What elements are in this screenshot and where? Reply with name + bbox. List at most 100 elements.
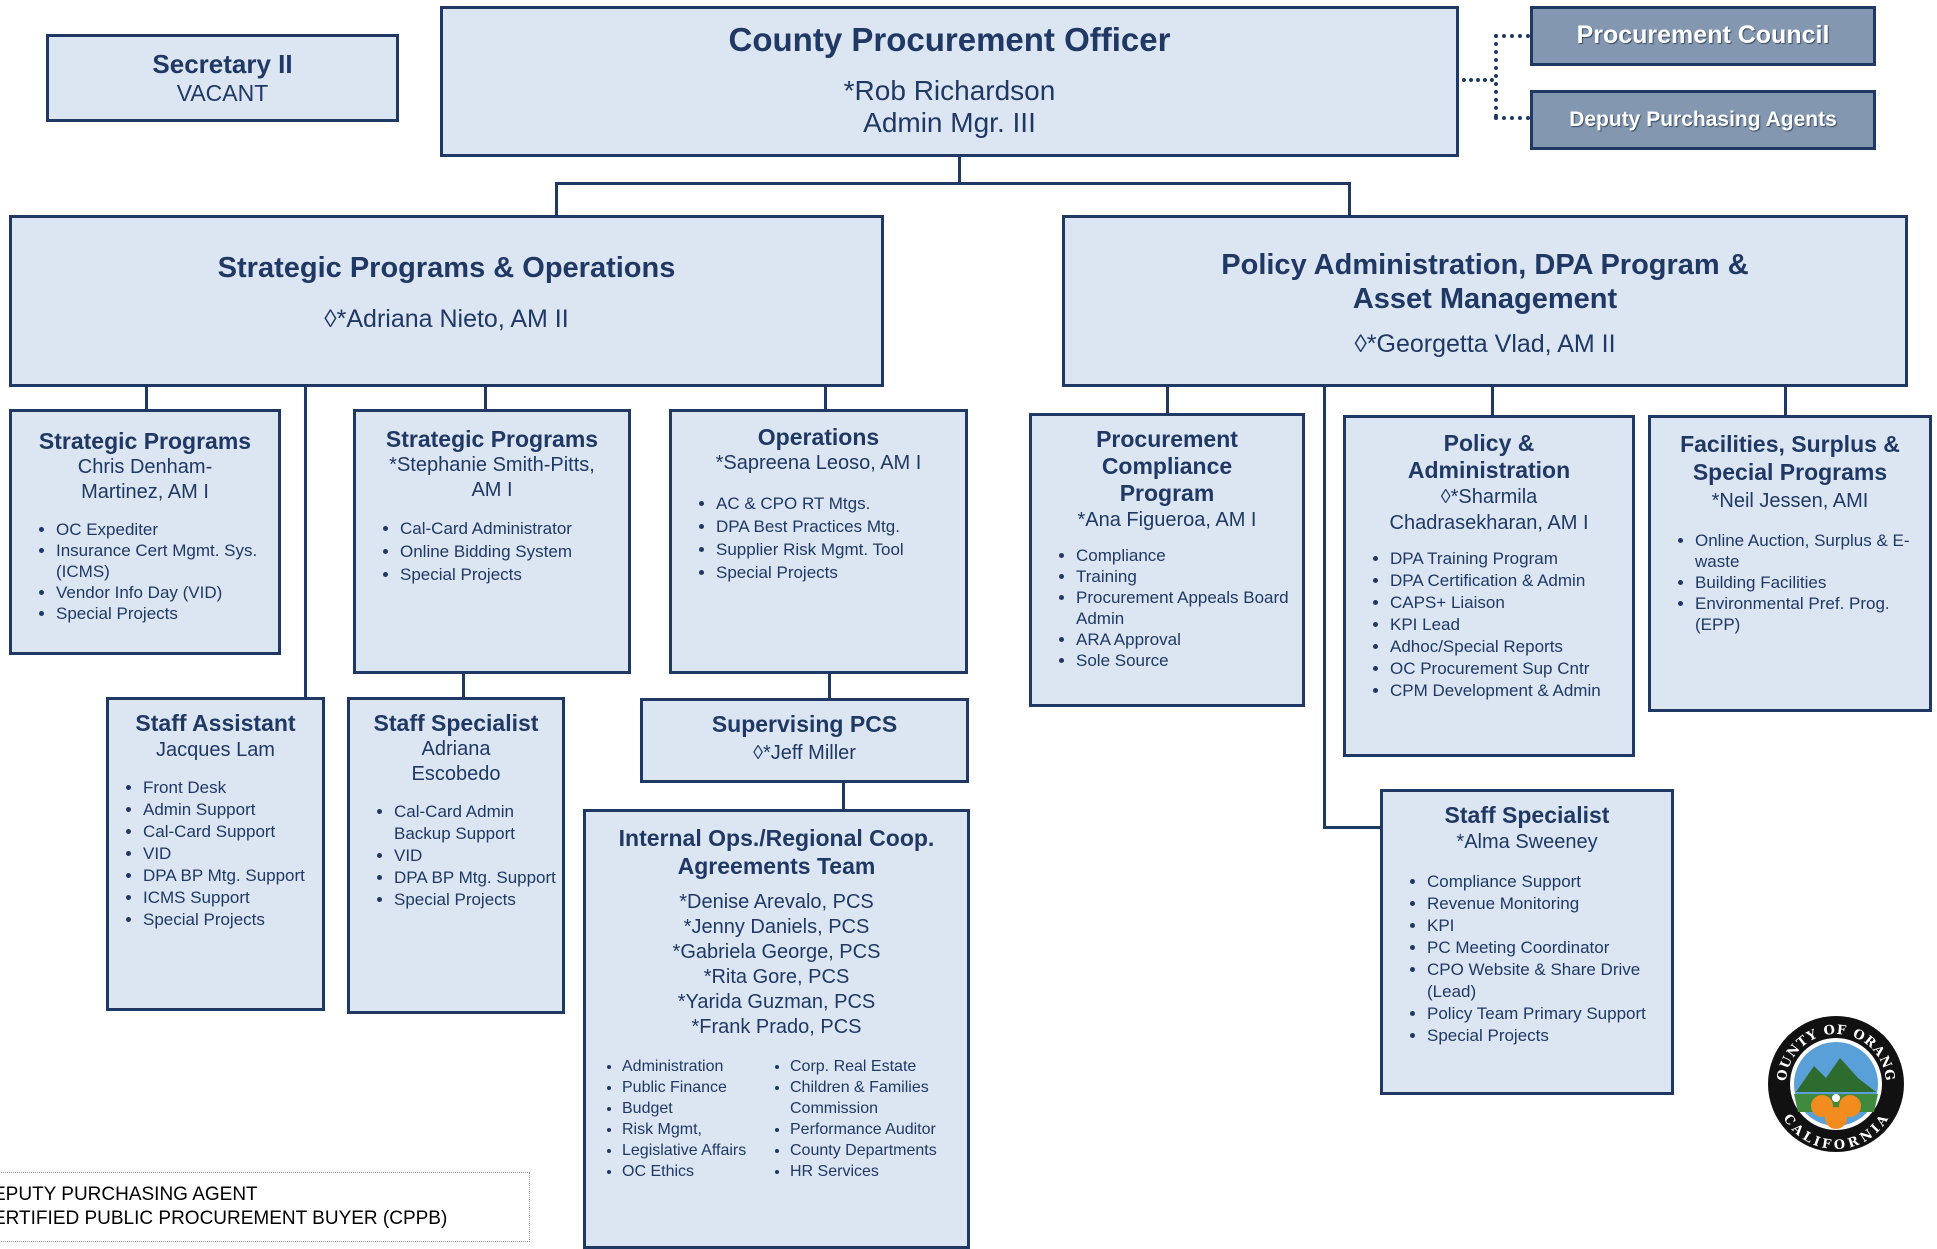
supervising-pcs-box: Supervising PCS ◊*Jeff Miller <box>640 698 969 783</box>
team-member: *Rita Gore, PCS <box>703 966 850 988</box>
sp2-title: Strategic Programs <box>385 426 599 452</box>
list-item: KPI Lead <box>1390 614 1624 636</box>
spo-title: Strategic Programs & Operations <box>217 252 676 284</box>
sp1-title: Strategic Programs <box>38 428 252 454</box>
internal-ops-box: Internal Ops./Regional Coop. Agreements … <box>583 809 970 1249</box>
list-item: OC Procurement Sup Cntr <box>1390 658 1624 680</box>
pad-name: ◊*Georgetta Vlad, AM II <box>1354 330 1616 358</box>
list-item: OC Ethics <box>622 1161 754 1182</box>
fsp-title: Facilities, Surplus & Special Programs <box>1680 431 1900 485</box>
list-item: AC & CPO RT Mtgs. <box>716 492 965 515</box>
ops-name: *Sapreena Leoso, AM I <box>715 452 922 474</box>
list-item: VID <box>143 843 318 865</box>
list-item: Environmental Pref. Prog. (EPP) <box>1695 593 1921 635</box>
list-item: HR Services <box>790 1161 964 1182</box>
list-item: DPA BP Mtg. Support <box>394 867 558 889</box>
ops-list: AC & CPO RT Mtgs. DPA Best Practices Mtg… <box>672 492 965 584</box>
county-seal-logo: COUNTY OF ORANGE CALIFORNIA <box>1760 1003 1906 1154</box>
deputy-purchasing-agents-label: Deputy Purchasing Agents <box>1569 108 1837 131</box>
list-item: Policy Team Primary Support <box>1427 1003 1663 1025</box>
secretary-title: Secretary II <box>152 49 293 79</box>
list-item: Performance Auditor <box>790 1119 964 1140</box>
procurement-compliance-box: Procurement Compliance Program *Ana Figu… <box>1029 413 1305 707</box>
secretary-name: VACANT <box>176 80 269 106</box>
sp1-list: OC Expediter Insurance Cert Mgmt. Sys. (… <box>12 519 278 624</box>
list-item: CPM Development & Admin <box>1390 680 1624 702</box>
dotted-connector <box>1494 34 1530 38</box>
list-item: Admin Support <box>143 799 318 821</box>
team-member: *Frank Prado, PCS <box>691 1016 862 1038</box>
strategic-programs-operations-box: Strategic Programs & Operations ◊*Adrian… <box>9 215 884 387</box>
list-item: Cal-Card Administrator <box>400 517 628 540</box>
team-member: *Jenny Daniels, PCS <box>683 916 870 938</box>
dotted-connector <box>1494 34 1498 118</box>
list-item: VID <box>394 845 558 867</box>
list-item: Front Desk <box>143 777 318 799</box>
cpo-box: County Procurement Officer *Rob Richards… <box>440 6 1459 157</box>
procurement-council-box: Procurement Council <box>1530 6 1876 66</box>
iops-list-right: Corp. Real Estate Children & Families Co… <box>754 1056 964 1182</box>
strategic-programs-box-1: Strategic Programs Chris Denham- Martine… <box>9 409 281 655</box>
list-item: Insurance Cert Mgmt. Sys. (ICMS) <box>56 540 272 582</box>
staff-specialist-box-2: Staff Specialist *Alma Sweeney Complianc… <box>1380 789 1674 1095</box>
list-item: PC Meeting Coordinator <box>1427 937 1663 959</box>
list-item: Cal-Card Admin Backup Support <box>394 801 558 845</box>
list-item: ARA Approval <box>1076 629 1294 650</box>
sp2-name: *Stephanie Smith-Pitts, AM I <box>389 454 595 501</box>
list-item: KPI <box>1427 915 1663 937</box>
ss2-title: Staff Specialist <box>1444 802 1610 828</box>
list-item: Compliance Support <box>1427 871 1663 893</box>
list-item: Procurement Appeals Board Admin <box>1076 587 1294 629</box>
connector-line <box>824 387 827 411</box>
connector-line <box>1323 387 1326 829</box>
connector-line <box>462 672 465 700</box>
list-item: Revenue Monitoring <box>1427 893 1663 915</box>
fsp-list: Online Auction, Surplus & E-waste Buildi… <box>1651 530 1929 635</box>
cpo-title: County Procurement Officer <box>728 21 1171 58</box>
pcp-list: Compliance Training Procurement Appeals … <box>1032 545 1302 671</box>
list-item: Training <box>1076 566 1294 587</box>
list-item: Special Projects <box>143 909 318 931</box>
team-member: *Denise Arevalo, PCS <box>679 891 874 913</box>
spcs-title: Supervising PCS <box>711 711 898 737</box>
list-item: Adhoc/Special Reports <box>1390 636 1624 658</box>
legend-box: EPUTY PURCHASING AGENT ERTIFIED PUBLIC P… <box>0 1172 530 1242</box>
deputy-purchasing-agents-box: Deputy Purchasing Agents <box>1530 90 1876 150</box>
pcp-name: *Ana Figueroa, AM I <box>1077 509 1257 531</box>
ss1-list: Cal-Card Admin Backup Support VID DPA BP… <box>350 801 562 911</box>
list-item: Online Bidding System <box>400 540 628 563</box>
spcs-name: ◊*Jeff Miller <box>753 742 856 764</box>
iops-title: Internal Ops./Regional Coop. Agreements … <box>618 825 935 879</box>
iops-lists: Administration Public Finance Budget Ris… <box>586 1056 967 1182</box>
list-item: Sole Source <box>1076 650 1294 671</box>
list-item: Legislative Affairs <box>622 1140 754 1161</box>
list-item: DPA Best Practices Mtg. <box>716 515 965 538</box>
list-item: County Departments <box>790 1140 964 1161</box>
list-item: Budget <box>622 1098 754 1119</box>
sp2-list: Cal-Card Administrator Online Bidding Sy… <box>356 517 628 586</box>
ops-title: Operations <box>757 424 880 450</box>
list-item: Supplier Risk Mgmt. Tool <box>716 538 965 561</box>
dotted-connector <box>1494 116 1530 120</box>
ss1-title: Staff Specialist <box>373 710 539 736</box>
list-item: ICMS Support <box>143 887 318 909</box>
team-member: *Yarida Guzman, PCS <box>677 991 876 1013</box>
ss2-name: *Alma Sweeney <box>1456 831 1598 853</box>
list-item: Special Projects <box>394 889 558 911</box>
cpo-name: *Rob Richardson <box>843 75 1056 106</box>
list-item: Administration <box>622 1056 754 1077</box>
list-item: DPA Training Program <box>1390 548 1624 570</box>
facilities-surplus-box: Facilities, Surplus & Special Programs *… <box>1648 415 1932 712</box>
list-item: Cal-Card Support <box>143 821 318 843</box>
legend-line-2: ERTIFIED PUBLIC PROCUREMENT BUYER (CPPB) <box>0 1208 448 1229</box>
list-item: Compliance <box>1076 545 1294 566</box>
list-item: Children & Families Commission <box>790 1077 964 1119</box>
connector-line <box>1491 387 1494 417</box>
staff-assistant-box: Staff Assistant Jacques Lam Front Desk A… <box>106 697 325 1011</box>
staff-specialist-box-1: Staff Specialist Adriana Escobedo Cal-Ca… <box>347 697 565 1014</box>
connector-line <box>555 182 558 218</box>
connector-line <box>828 672 831 700</box>
connector-line <box>842 782 845 810</box>
list-item: Special Projects <box>716 561 965 584</box>
list-item: Online Auction, Surplus & E-waste <box>1695 530 1921 572</box>
